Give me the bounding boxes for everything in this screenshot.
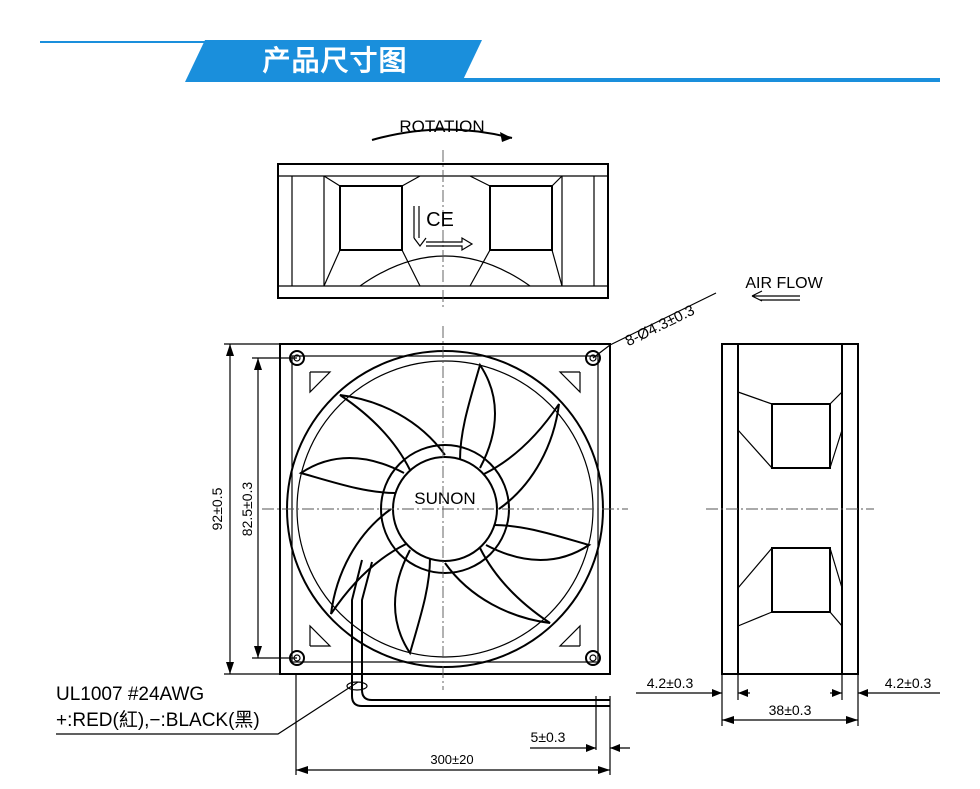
top-hub-arc bbox=[359, 255, 531, 287]
lead-wire-red-run bbox=[351, 672, 610, 707]
top-view: ROTATION CE bbox=[277, 117, 609, 310]
direction-arrow-right bbox=[426, 236, 474, 252]
lead-wire-red bbox=[351, 559, 363, 672]
top-blade-right bbox=[489, 185, 553, 251]
wire-spec-gauge: UL1007 #24AWG bbox=[56, 684, 204, 705]
brand-label: SUNON bbox=[414, 489, 475, 508]
rotation-arrow bbox=[371, 128, 513, 141]
header-title-badge bbox=[185, 40, 482, 82]
wire-tie bbox=[346, 681, 368, 691]
section-header: 产品尺寸图 bbox=[0, 0, 980, 100]
direction-arrow-down bbox=[413, 237, 427, 247]
airflow-label: AIR FLOW bbox=[745, 275, 823, 292]
height-dimension: 92±0.5 bbox=[209, 487, 225, 530]
side-blade-bottom bbox=[771, 547, 831, 613]
mounting-hole-callout: 8-Ø4.3±0.3 bbox=[623, 302, 698, 350]
rotation-label: ROTATION bbox=[399, 117, 484, 136]
callout-leader bbox=[56, 681, 359, 735]
wire-stub-dimension: 5±0.3 bbox=[531, 729, 566, 745]
rotation-arrowhead bbox=[500, 132, 512, 142]
airflow-arrow bbox=[751, 290, 800, 302]
wire-spec-callout: UL1007 #24AWG +:RED(紅),−:BLACK(黑) bbox=[56, 681, 368, 735]
fan-blades bbox=[298, 362, 592, 656]
front-view: SUNON bbox=[262, 326, 628, 690]
side-view: AIR FLOW bbox=[706, 275, 874, 675]
page-title: 产品尺寸图 bbox=[262, 44, 408, 77]
side-blade-top bbox=[771, 403, 831, 469]
flange-left-dimension: 4.2±0.3 bbox=[647, 675, 694, 691]
depth-dimension: 38±0.3 bbox=[769, 702, 812, 718]
lead-wires: 5±0.3 300±20 bbox=[295, 672, 630, 775]
mounting-hole-br bbox=[585, 650, 601, 666]
front-dimensions: 92±0.5 82.5±0.3 8-Ø4.3±0.3 bbox=[209, 292, 717, 675]
wire-spec-colors: +:RED(紅),−:BLACK(黑) bbox=[56, 709, 260, 731]
mounting-hole-tr bbox=[585, 350, 601, 366]
top-blade-left bbox=[339, 185, 403, 251]
side-dimensions: 4.2±0.3 4.2±0.3 38±0.3 bbox=[636, 674, 940, 726]
hole-spacing-dimension: 82.5±0.3 bbox=[239, 482, 255, 537]
flange-right-dimension: 4.2±0.3 bbox=[885, 675, 932, 691]
ce-mark: CE bbox=[426, 209, 454, 231]
lead-wire-black-run bbox=[361, 672, 610, 701]
lead-length-dimension: 300±20 bbox=[430, 752, 473, 767]
header-banner bbox=[40, 40, 940, 82]
lead-wire-black bbox=[361, 561, 373, 672]
